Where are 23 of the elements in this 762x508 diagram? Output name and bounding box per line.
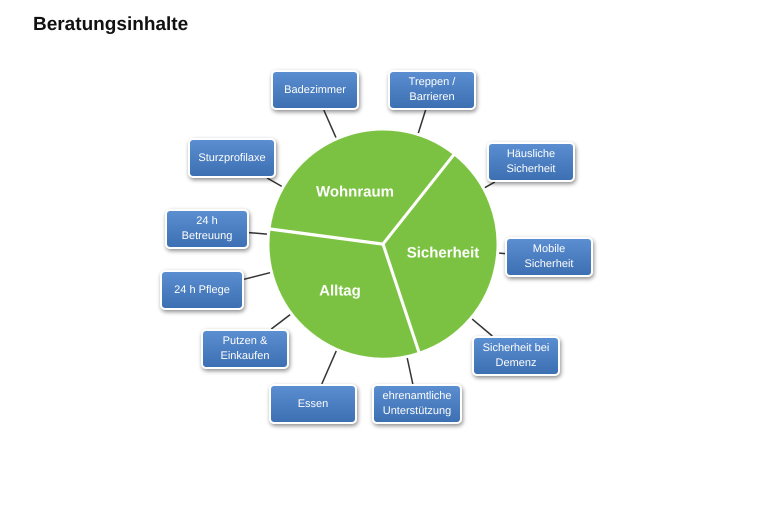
connector-line <box>270 313 292 330</box>
connector-line <box>483 181 496 189</box>
topic-box: Häusliche Sicherheit <box>487 142 575 182</box>
topic-box: 24 h Pflege <box>160 270 244 310</box>
topic-box: Sicherheit bei Demenz <box>472 336 560 376</box>
pie-sector: Wohnraum <box>269 129 454 244</box>
connector-line <box>417 110 426 135</box>
connector-line <box>244 272 272 280</box>
topic-box: 24 h Betreuung <box>165 209 249 249</box>
connector-line <box>323 110 338 140</box>
topic-box: Sturzprofilaxe <box>188 138 276 178</box>
title: Beratungsinhalte <box>33 14 188 36</box>
connector-line <box>248 232 268 235</box>
topic-box: Mobile Sicherheit <box>505 237 593 277</box>
connector-line <box>266 177 284 188</box>
connector-line <box>406 356 414 384</box>
topic-box: Badezimmer <box>271 70 359 110</box>
topic-box: Treppen / Barrieren <box>388 70 476 110</box>
topic-box: Essen <box>269 384 357 424</box>
topic-box: Putzen & Einkaufen <box>201 329 289 369</box>
connector-line <box>470 318 493 337</box>
topic-box: ehrenamtliche Unterstützung <box>372 384 462 424</box>
connector-line <box>321 349 338 384</box>
